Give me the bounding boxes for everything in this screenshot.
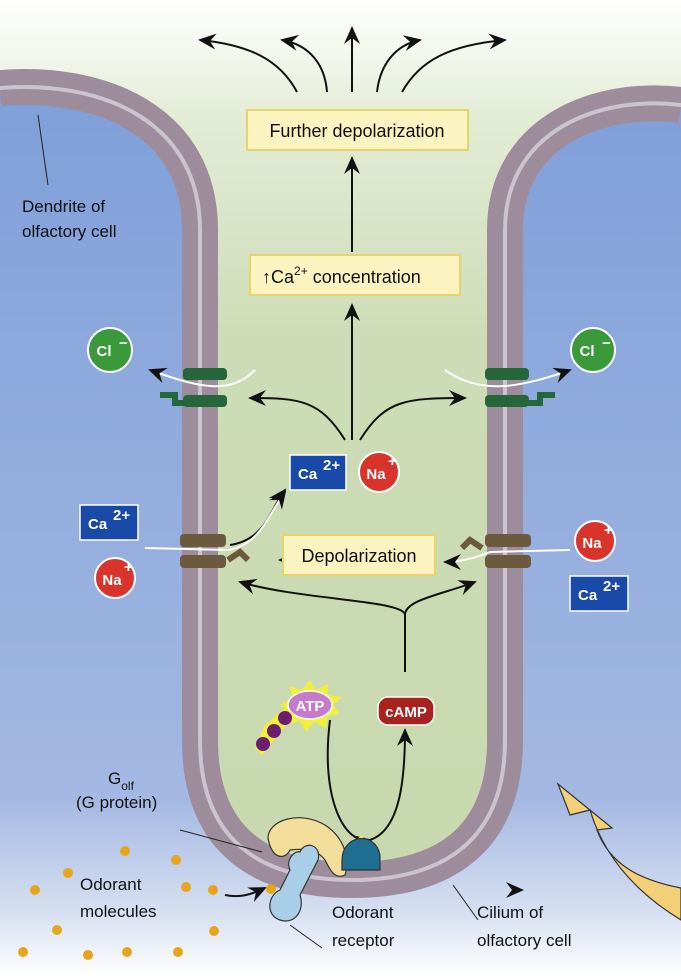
g-protein-label: (G protein) bbox=[76, 793, 157, 812]
ca-concentration-box: ↑Ca2+ concentration bbox=[249, 254, 461, 296]
cl-ion-right: Cl − bbox=[570, 327, 616, 373]
svg-text:+: + bbox=[388, 453, 397, 470]
svg-text:Na: Na bbox=[366, 466, 386, 483]
golf-label: Golf bbox=[108, 769, 135, 793]
ca-ion-right: Ca 2+ bbox=[569, 575, 629, 612]
na-ion-left: Na + bbox=[94, 557, 136, 599]
odorant-receptor bbox=[269, 844, 320, 922]
svg-text:ATP: ATP bbox=[296, 698, 325, 715]
depolarization-label: Depolarization bbox=[301, 546, 416, 566]
svg-text:+: + bbox=[604, 522, 613, 539]
further-depolarization-label: Further depolarization bbox=[269, 121, 444, 141]
svg-text:2+: 2+ bbox=[113, 507, 130, 524]
cl-channel-right bbox=[444, 367, 572, 407]
svg-text:Cl: Cl bbox=[97, 343, 112, 360]
odorant-molecules bbox=[18, 846, 276, 960]
ca-concentration-label: ↑Ca2+ concentration bbox=[262, 264, 421, 287]
cng-channel-left bbox=[144, 490, 287, 568]
svg-text:Ca: Ca bbox=[298, 466, 318, 483]
atp-molecule: ATP bbox=[255, 680, 342, 755]
cng-channel-right bbox=[443, 534, 571, 570]
depolarization-box: Depolarization bbox=[282, 534, 436, 576]
na-ion-inside: Na + bbox=[358, 451, 400, 493]
svg-text:Cl: Cl bbox=[580, 343, 595, 360]
svg-text:2+: 2+ bbox=[323, 457, 340, 474]
svg-text:2+: 2+ bbox=[603, 578, 620, 595]
na-ion-right: Na + bbox=[574, 520, 616, 562]
cl-channel-left bbox=[148, 367, 256, 407]
svg-text:Ca: Ca bbox=[88, 516, 108, 533]
cl-ion-left: Cl − bbox=[87, 327, 133, 373]
svg-text:Na: Na bbox=[582, 535, 602, 552]
camp-molecule: cAMP bbox=[377, 696, 435, 726]
further-depolarization-box: Further depolarization bbox=[246, 109, 469, 151]
large-yellow-arrow bbox=[556, 782, 681, 921]
svg-text:Na: Na bbox=[102, 572, 122, 589]
ca-ion-left: Ca 2+ bbox=[79, 504, 139, 541]
leader-lines bbox=[37, 114, 479, 949]
svg-text:−: − bbox=[602, 335, 611, 352]
membrane-stripe bbox=[0, 85, 681, 883]
svg-text:−: − bbox=[119, 335, 128, 352]
svg-text:cAMP: cAMP bbox=[385, 704, 427, 721]
svg-text:Ca: Ca bbox=[578, 587, 598, 604]
svg-text:+: + bbox=[124, 559, 133, 576]
ca-ion-inside: Ca 2+ bbox=[289, 454, 347, 491]
